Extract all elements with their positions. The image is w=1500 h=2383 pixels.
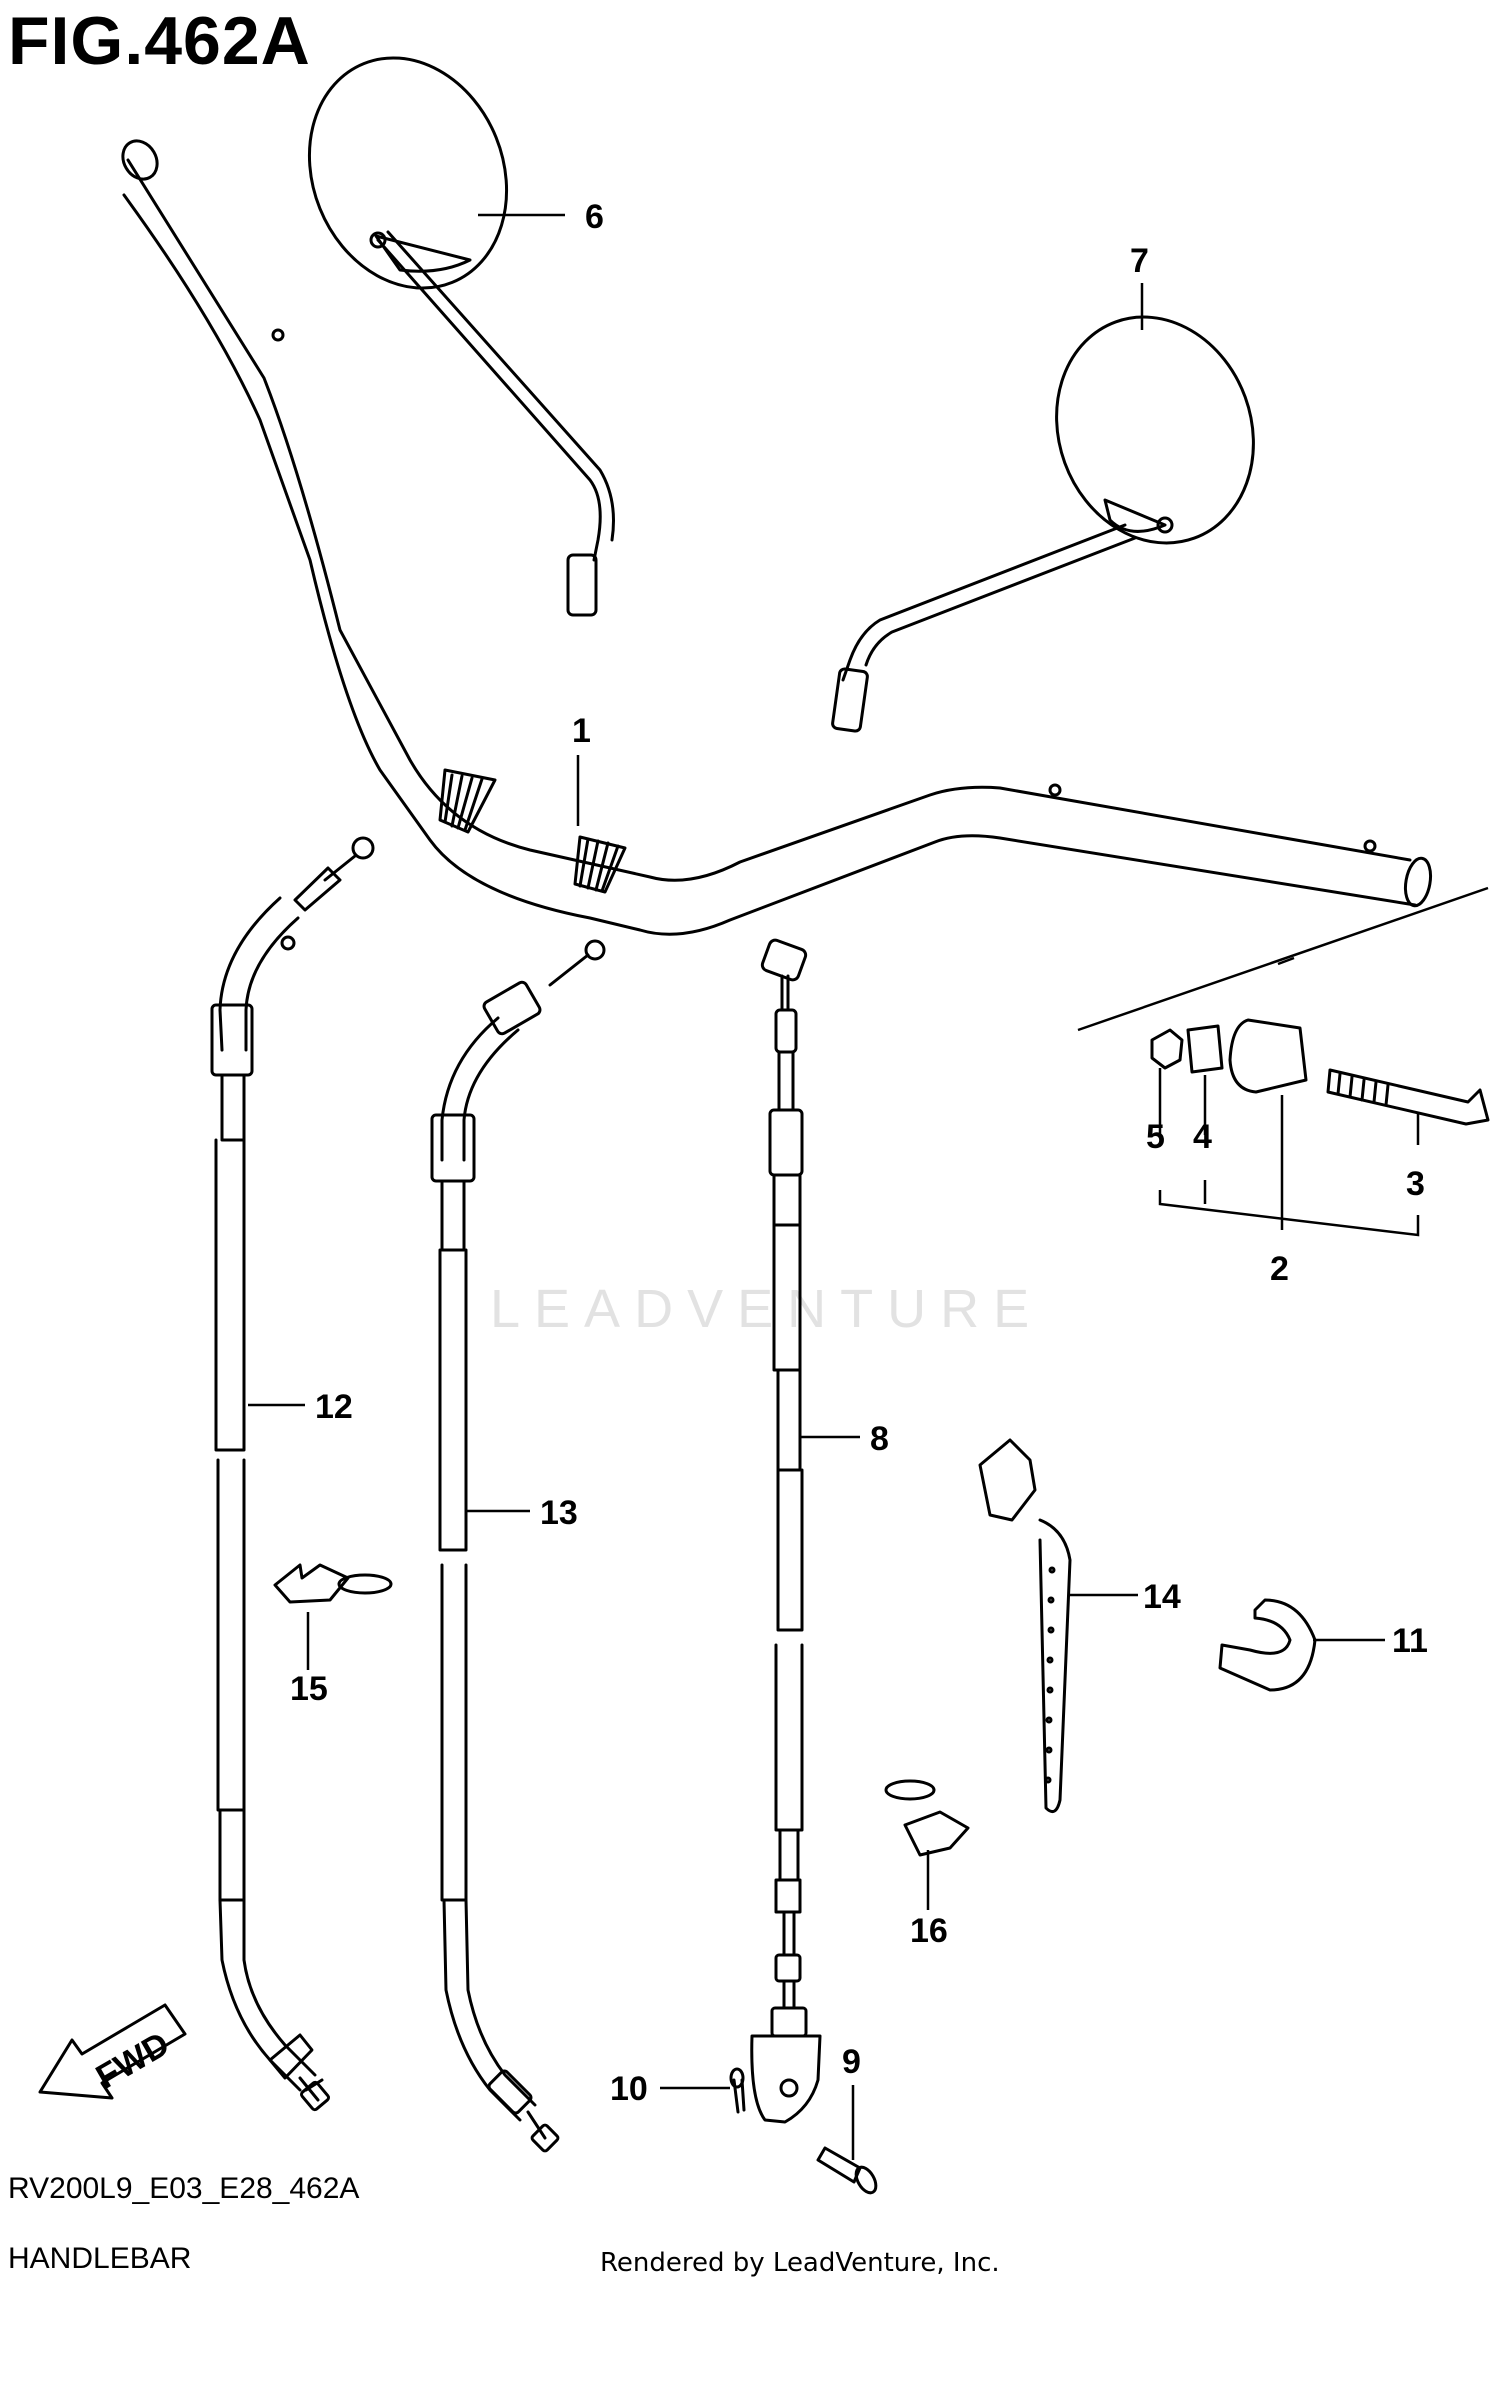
balancer-weight[interactable]	[1228, 1018, 1308, 1094]
leader-lines	[248, 213, 1385, 2160]
clamp-15[interactable]	[273, 1563, 393, 1604]
throttle-cable-2[interactable]	[430, 939, 606, 2153]
handlebar[interactable]	[116, 135, 1434, 936]
clevis-pin[interactable]	[750, 2034, 880, 2196]
mirror-right[interactable]	[831, 289, 1285, 733]
cotter-pin[interactable]	[729, 2067, 746, 2114]
callout-16: 16	[910, 1912, 948, 1950]
callout-12: 12	[315, 1388, 353, 1426]
mirror-left[interactable]	[276, 28, 615, 617]
cable-clamp[interactable]	[1218, 1598, 1317, 1692]
callout-4: 4	[1193, 1118, 1212, 1156]
callout-5: 5	[1146, 1118, 1165, 1156]
balancer-collar[interactable]	[1186, 1024, 1224, 1074]
cable-band[interactable]	[978, 1438, 1072, 1814]
callout-9: 9	[842, 2043, 861, 2081]
fwd-direction-arrow: FWD	[38, 2003, 187, 2100]
clutch-cable[interactable]	[760, 938, 808, 2038]
callout-10: 10	[610, 2070, 648, 2108]
callout-6: 6	[585, 198, 604, 236]
balancer-assembly	[1077, 886, 1490, 1237]
callout-1: 1	[572, 712, 591, 750]
throttle-cable-1[interactable]	[210, 836, 375, 2112]
render-credit: Rendered by LeadVenture, Inc.	[600, 2248, 1000, 2278]
callout-7: 7	[1130, 242, 1149, 280]
figure-title: FIG.462A	[8, 3, 311, 79]
callout-14: 14	[1143, 1578, 1181, 1616]
balancer-nut[interactable]	[1150, 1028, 1184, 1070]
figure-name: HANDLEBAR	[8, 2242, 192, 2275]
callout-13: 13	[540, 1494, 578, 1532]
callout-11: 11	[1392, 1622, 1428, 1660]
callout-8: 8	[870, 1420, 889, 1458]
clamp-16[interactable]	[884, 1779, 970, 1857]
callout-3: 3	[1406, 1165, 1425, 1203]
watermark: LEADVENTURE	[490, 1279, 1044, 1339]
balancer-screw[interactable]	[1326, 1068, 1490, 1126]
callouts: 1 2 3 4 5 6 7 8 9 10 11 12 13 14 15 16	[290, 198, 1428, 2108]
callout-15: 15	[290, 1670, 328, 1708]
figure-code: RV200L9_E03_E28_462A	[8, 2172, 360, 2205]
fwd-label: FWD	[90, 2025, 176, 2097]
callout-2: 2	[1270, 1250, 1289, 1288]
